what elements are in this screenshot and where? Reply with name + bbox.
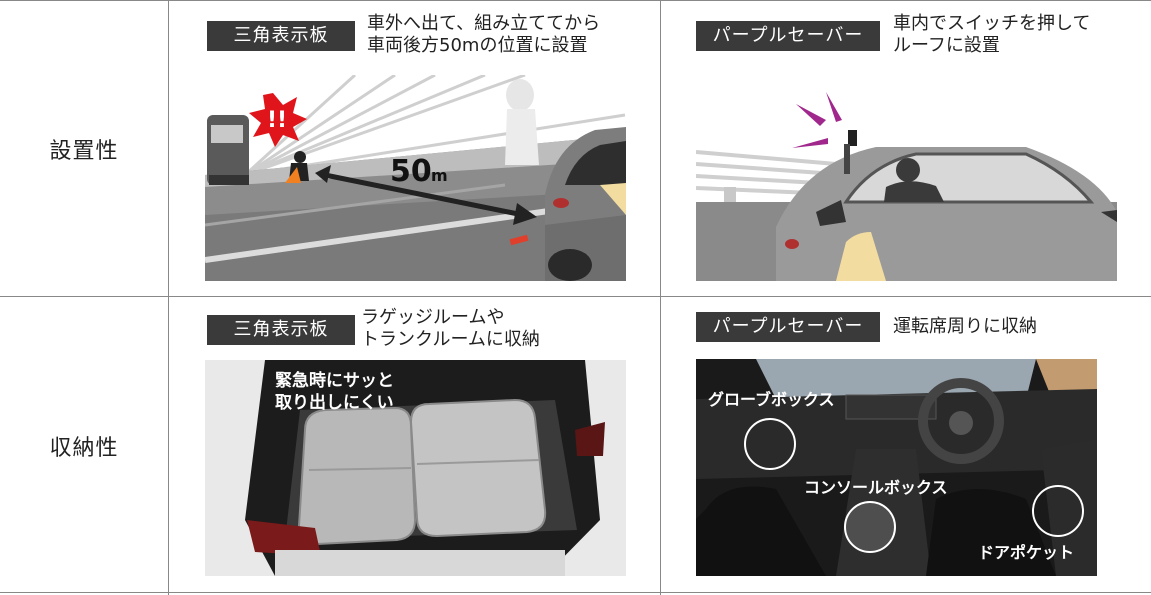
callout-door-text: ドアポケット	[978, 543, 1074, 562]
callout-glovebox-text: グローブボックス	[708, 390, 835, 409]
row-label-storability: 収納性	[49, 436, 119, 461]
illustration-purple-saver-roof	[696, 92, 1117, 281]
table-bottom-border	[0, 592, 1151, 593]
overlay-line-2: 取り出しにくい	[275, 392, 394, 413]
desc-triangle-install: 車外へ出て、組み立ててから 車両後方50mの位置に設置	[367, 13, 601, 56]
tag-purple-saver: パープルセーバー	[696, 21, 880, 51]
table-top-border	[0, 0, 1151, 1]
label-column-divider	[168, 0, 169, 595]
desc-purple-storage: 運転席周りに収納	[893, 316, 1037, 337]
tag-triangle-sign: 三角表示板	[207, 21, 355, 51]
callout-console-text: コンソールボックス	[804, 478, 948, 497]
row-label-installability: 設置性	[49, 139, 119, 164]
desc-purple-install: 車内でスイッチを押して ルーフに設置	[893, 13, 1091, 56]
column-divider	[660, 0, 661, 595]
alert-exclamation-text: !!	[267, 108, 287, 133]
photo-luggage-room: 緊急時にサッと 取り出しにくい	[205, 360, 626, 576]
desc-triangle-storage: ラゲッジルームや トランクルームに収納	[361, 307, 540, 350]
illustration-triangle-placement: !! 50 m	[205, 75, 626, 281]
photo-driver-cabin: グローブボックス コンソールボックス ドアポケット	[696, 359, 1097, 576]
tag-triangle-sign-storage: 三角表示板	[207, 315, 355, 345]
row-divider	[0, 296, 1151, 297]
tag-purple-saver-storage: パープルセーバー	[696, 312, 880, 342]
overlay-line-1: 緊急時にサッと	[275, 370, 394, 391]
distance-number-text: 50	[390, 154, 432, 189]
distance-unit-text: m	[431, 166, 448, 185]
